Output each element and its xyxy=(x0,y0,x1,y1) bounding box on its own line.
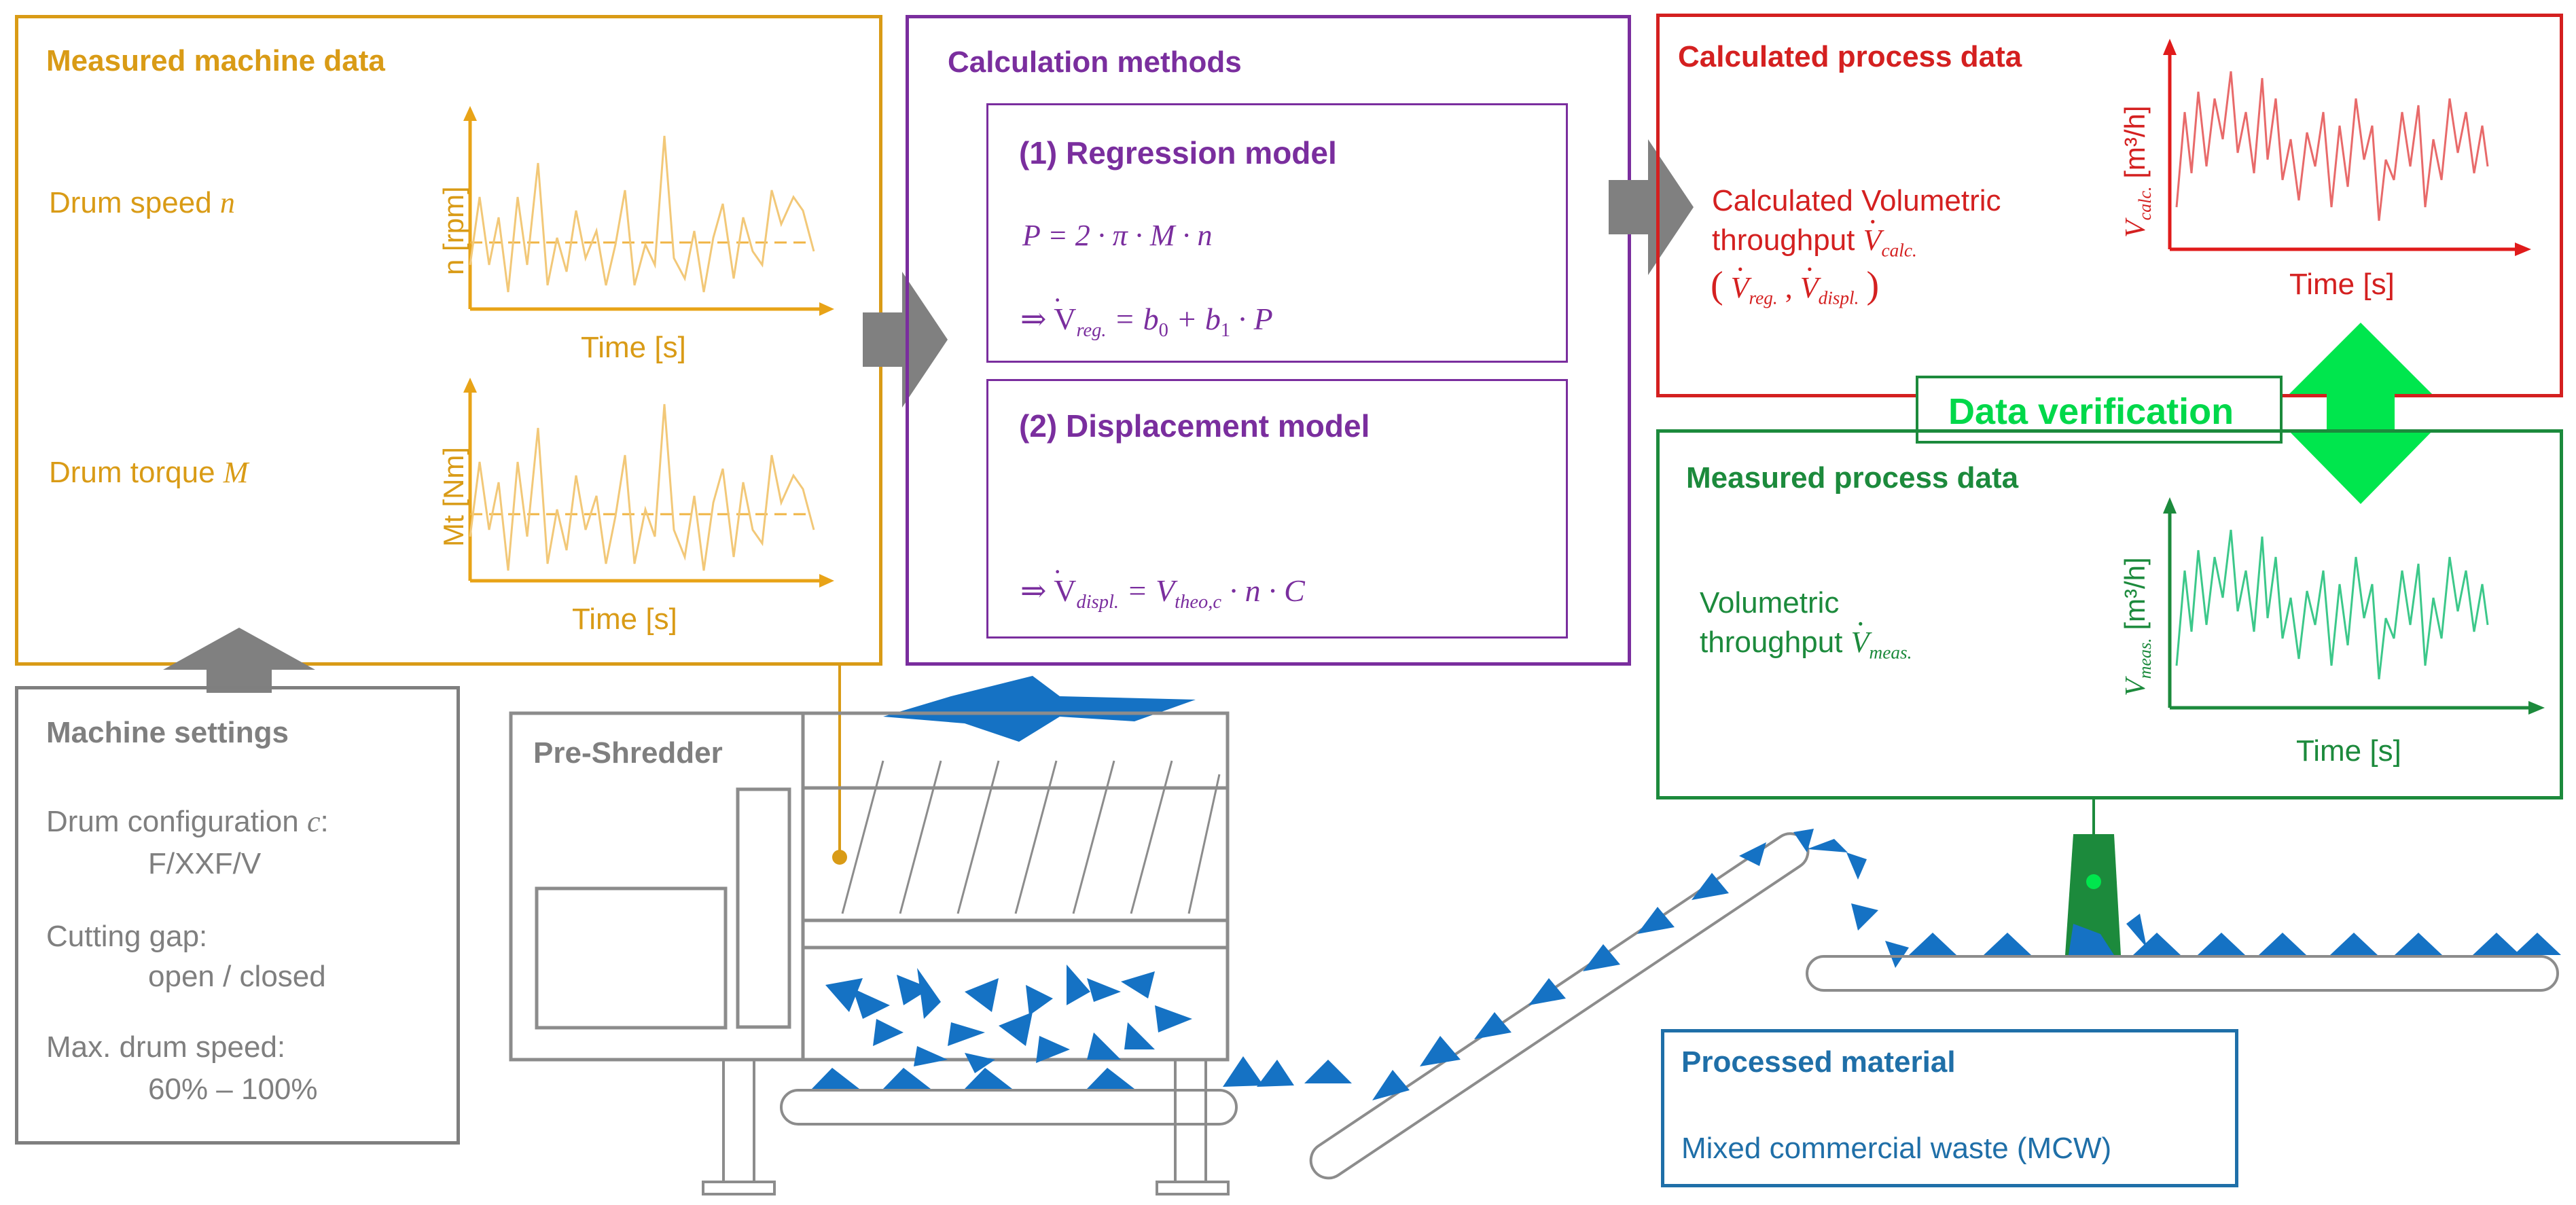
displacement-model-box xyxy=(986,379,1568,639)
drum-speed-chart xyxy=(463,106,834,316)
regression-equation-power: P = 2 · π · M · n xyxy=(1022,219,1213,252)
regression-model-title: (1) Regression model xyxy=(1019,135,1337,170)
data-verification-label: Data verification xyxy=(1948,391,2234,432)
calculated-time-label: Time [s] xyxy=(2289,268,2395,301)
cutting-gap-value: open / closed xyxy=(148,960,326,993)
calculated-process-data-title: Calculated process data xyxy=(1678,40,2022,73)
drum-speed-label: Drum speed n xyxy=(49,186,235,219)
verification-double-arrow xyxy=(2289,323,2432,504)
measured-time-label: Time [s] xyxy=(2296,734,2401,768)
processed-material-value: Mixed commercial waste (MCW) xyxy=(1681,1132,2112,1165)
pre-shredder-label: Pre-Shredder xyxy=(533,736,723,770)
regression-model-box xyxy=(986,103,1568,363)
max-drum-speed-label: Max. drum speed: xyxy=(46,1030,286,1064)
measured-throughput-chart xyxy=(2163,497,2545,715)
calculation-methods-title: Calculation methods xyxy=(948,46,1242,79)
calculated-throughput-desc-1: Calculated Volumetric xyxy=(1712,184,2001,217)
calculated-throughput-models: ( V·reg. , V·displ. ) xyxy=(1711,253,1880,308)
displacement-model-title: (2) Displacement model xyxy=(1019,408,1370,444)
torque-time-label: Time [s] xyxy=(572,602,677,636)
measured-throughput-desc-1: Volumetric xyxy=(1700,586,1840,619)
measured-process-data-panel xyxy=(1656,429,2563,799)
drum-configuration-label: Drum configuration c: xyxy=(46,805,329,838)
calculated-throughput-desc-2: throughput V·calc. xyxy=(1712,205,1917,261)
drum-torque-label: Drum torque M xyxy=(49,456,249,489)
displacement-equation: ⇒ V·displ. = Vtheo,c · n · C xyxy=(1020,556,1305,613)
machine-settings-panel xyxy=(15,686,460,1145)
processed-material-panel xyxy=(1661,1029,2238,1187)
measured-machine-data-title: Measured machine data xyxy=(46,44,385,77)
machine-settings-up-arrow xyxy=(163,628,315,693)
max-drum-speed-value: 60% – 100% xyxy=(148,1073,318,1106)
flow-arrow-to-calculation xyxy=(863,272,948,408)
machine-settings-title: Machine settings xyxy=(46,716,289,749)
measured-process-data-title: Measured process data xyxy=(1686,461,2019,494)
regression-equation-throughput: ⇒ V·reg. = b0 + b1 · P xyxy=(1020,285,1273,341)
calculation-methods-panel xyxy=(906,15,1631,666)
processed-material-title: Processed material xyxy=(1681,1045,1956,1079)
cutting-gap-label: Cutting gap: xyxy=(46,920,208,953)
drum-configuration-value: F/XXF/V xyxy=(148,847,262,880)
speed-time-label: Time [s] xyxy=(581,331,686,364)
calculated-throughput-chart xyxy=(2163,39,2531,256)
flow-arrow-to-calculated-data xyxy=(1609,139,1694,275)
measured-throughput-desc-2: throughput V·meas. xyxy=(1700,607,1912,663)
drum-torque-chart xyxy=(463,378,834,588)
